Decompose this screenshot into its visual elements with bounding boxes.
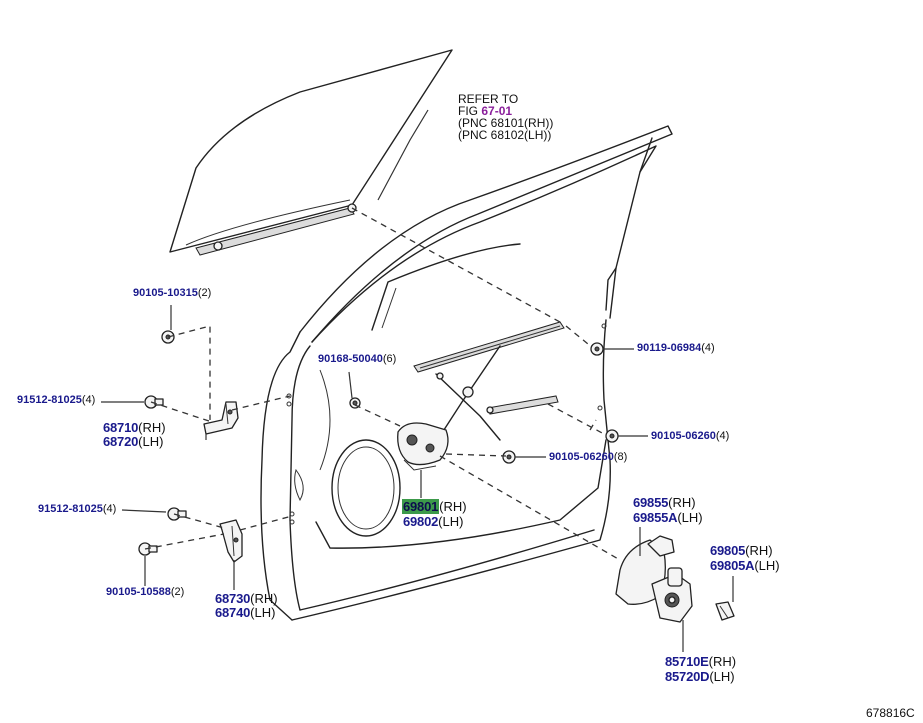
side-suffix: (LH) [677,510,703,525]
refer-note-fig-prefix: FIG [458,104,478,118]
motor-clip [715,601,735,621]
callout-69805A: 69805A(LH) [710,559,780,572]
side-suffix: (RH) [250,591,278,606]
quantity: (2) [170,586,185,598]
part-number-link[interactable]: 69802 [403,514,439,529]
quantity: (4) [715,430,730,442]
refer-note-line4: (PNC 68102(LH)) [458,128,552,142]
quantity: (2) [197,287,212,299]
part-number-link[interactable]: 68730 [215,591,251,606]
part-number-link[interactable]: 91512-81025 [17,394,82,406]
part-number-link[interactable]: 68710 [103,420,139,435]
callout-69802: 69802(LH) [403,515,463,528]
part-number-link[interactable]: 90105-10315 [133,287,198,299]
callout-68710: 68710(RH) [103,421,166,434]
quantity: (4) [81,394,96,406]
side-suffix: (RH) [668,495,696,510]
callout-69855: 69855(RH) [633,496,696,509]
door-glass [169,49,453,256]
part-number-link[interactable]: 68720 [103,434,139,449]
side-suffix: (RH) [745,543,773,558]
callout-90105-06260-b: 90105-06260(8) [549,452,627,463]
callout-68720: 68720(LH) [103,435,163,448]
side-suffix: (LH) [438,514,464,529]
side-suffix: (RH) [138,420,166,435]
part-number-link[interactable]: 91512-81025 [38,503,103,515]
bolts [138,330,619,556]
refer-note-line3: (PNC 68101(RH)) [458,116,554,130]
bolt-90105-06260-b [502,450,516,464]
bolt-90105-06260-a [605,429,619,443]
callout-69801: 69801(RH) [402,499,467,514]
figure-ref-link[interactable]: 67-01 [481,104,513,118]
bolt-91512-81025-a [144,395,164,409]
leader-lines [101,109,734,652]
callout-90105-06260-a: 90105-06260(4) [651,431,729,442]
callout-90105-10588: 90105-10588(2) [106,587,184,598]
refer-note-line1: REFER TO [458,92,519,106]
callout-85720D: 85720D(LH) [665,670,735,683]
callout-68730: 68730(RH) [215,592,278,605]
part-number-link[interactable]: 90105-10588 [106,586,171,598]
refer-note-fig: FIG 67-01 [458,105,553,117]
upper-hinge [203,401,239,435]
bolt-90119-06984 [590,342,604,356]
diagram-code: 678816C [866,706,915,720]
callout-85710E: 85710E(RH) [665,655,736,668]
part-number-link[interactable]: 69855 [633,495,669,510]
part-number-link[interactable]: 85720D [665,669,710,684]
callout-90119-06984: 90119-06984(4) [637,343,715,354]
part-number-link[interactable]: 90105-06260 [651,430,716,442]
callout-91512-81025-a: 91512-81025(4) [17,395,95,406]
callout-90168-50040: 90168-50040(6) [318,354,396,365]
quantity: (6) [382,353,397,365]
lower-hinge [219,519,243,563]
callout-91512-81025-b: 91512-81025(4) [38,504,116,515]
callout-68740: 68740(LH) [215,606,275,619]
part-number-link[interactable]: 68740 [215,605,251,620]
callout-69855A: 69855A(LH) [633,511,703,524]
quantity: (4) [701,342,715,354]
quantity: (8) [613,451,628,463]
side-suffix: (RH) [708,654,737,669]
bolt-90105-10588 [138,542,158,556]
bolt-91512-81025-b [167,507,187,521]
callout-69805: 69805(RH) [710,544,773,557]
part-number-link[interactable]: 69855A [633,510,678,525]
callout-90105-10315: 90105-10315(2) [133,288,211,299]
refer-note: REFER TO FIG 67-01 (PNC 68101(RH)) (PNC … [458,93,553,141]
side-suffix: (RH) [439,499,467,514]
regulator-motor [615,535,693,623]
quantity: (4) [102,503,117,515]
side-suffix: (LH) [754,558,780,573]
part-number-link-highlighted[interactable]: 69801 [402,499,440,514]
part-number-link[interactable]: 85710E [665,654,709,669]
side-suffix: (LH) [250,605,276,620]
door-frame [260,125,673,621]
side-suffix: (LH) [138,434,164,449]
part-number-link[interactable]: 90168-50040 [318,353,383,365]
part-number-link[interactable]: 90119-06984 [637,342,702,354]
side-suffix: (LH) [709,669,735,684]
window-regulator [397,321,565,471]
part-number-link[interactable]: 69805A [710,558,755,573]
part-number-link[interactable]: 90105-06260 [549,451,614,463]
part-number-link[interactable]: 69805 [710,543,746,558]
